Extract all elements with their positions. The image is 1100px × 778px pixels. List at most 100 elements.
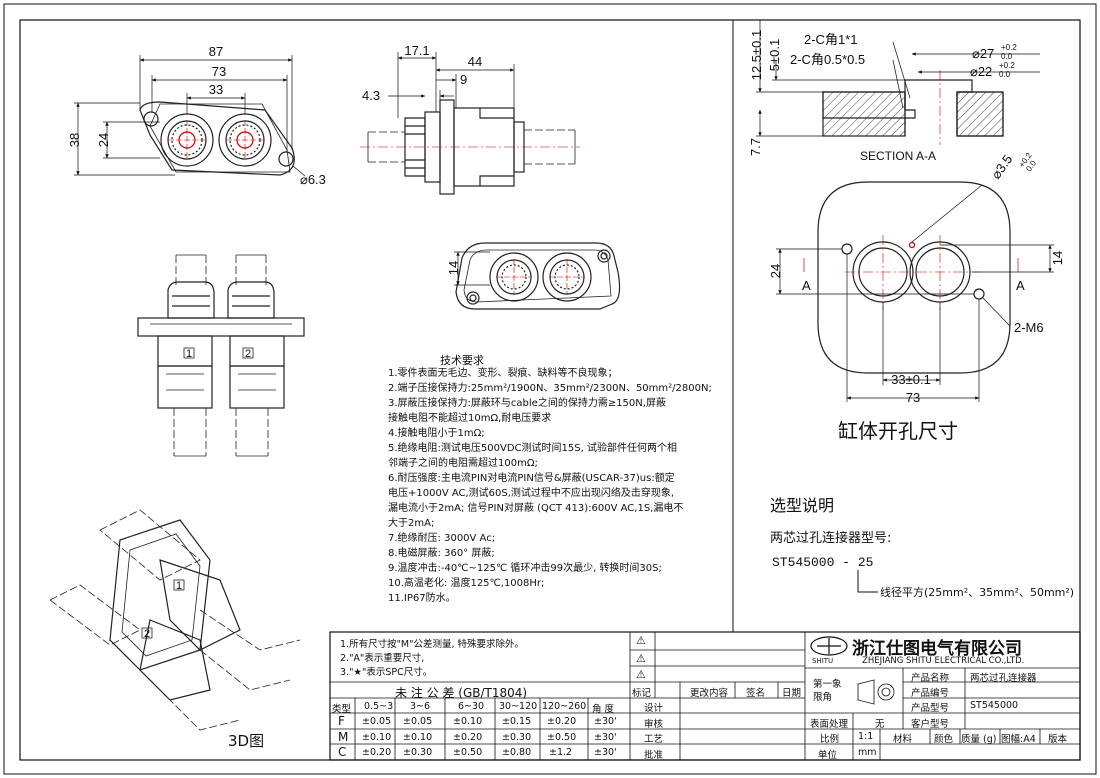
projection-symbol [857, 679, 895, 705]
3d-view [49, 509, 301, 731]
tech-line: 漏电流小于2mA; 信号PIN对屏蔽 (QCT 413):600V AC,1S,… [388, 503, 684, 514]
tech-line: 接触电阻不能超过10mΩ,耐电压要求 [388, 413, 552, 424]
tol-cell: ±0.05 [403, 716, 433, 727]
label-check: 审核 [644, 719, 664, 730]
company-logo [810, 636, 848, 656]
dim-33: 33 [209, 82, 223, 97]
section-aa [822, 70, 1004, 145]
tech-line: 2.端子压接保持力:25mm²/1900N、35mm²/2300N、50mm²/… [388, 383, 712, 394]
label-weight: 质量 (g) [961, 734, 997, 745]
dim-rear-14: 14 [446, 261, 461, 275]
value-product-name: 两芯过孔连接器 [970, 673, 1037, 684]
selection-desc: 线径平方(25mm²、35mm²、50mm²) [880, 586, 1075, 599]
tol-cell: ±0.20 [453, 732, 483, 743]
company-name-cn: 浙江仕图电气有限公司 [852, 639, 1022, 659]
company-name-en: ZHEJIANG SHITU ELECTRICAL CO.,LTD. [862, 656, 1025, 666]
label-surface: 表面处理 [810, 719, 849, 730]
dim-4-3: 4.3 [362, 88, 380, 103]
section-label: SECTION A-A [860, 149, 936, 163]
dim-hole-6-3: ⌀6.3 [300, 172, 326, 187]
label-customer-model: 客户型号 [911, 719, 950, 730]
tol-cell: ±30' [594, 732, 617, 743]
warning-icon: ⚠ [636, 668, 646, 681]
dim-12-5: 12.5±0.1 [749, 30, 764, 81]
tol-cell: ±1.2 [549, 747, 573, 758]
tol-cell: ±0.15 [502, 716, 532, 727]
cutout-dimensions [776, 184, 1054, 402]
tech-title: 技术要求 [440, 354, 484, 367]
tol-row-class: M [338, 730, 349, 744]
tol-cell: ±0.20 [547, 716, 577, 727]
tol-row-class: C [338, 745, 347, 759]
3d-pin-label-2: 2 [144, 628, 150, 640]
rev-header-content: 更改内容 [690, 688, 729, 699]
pin-label-2: 2 [245, 348, 251, 360]
dim-17-1: 17.1 [404, 43, 429, 58]
dim-d27-tol: +0.2 [1001, 43, 1017, 52]
selection-title: 选型说明 [770, 496, 835, 515]
logo-text: SHITU [812, 657, 834, 665]
tol-cell: ±0.10 [403, 732, 433, 743]
cutout-dim-24: 24 [768, 264, 783, 278]
tol-cell: ±0.50 [453, 747, 483, 758]
3d-view-label: 3D图 [228, 732, 265, 750]
rev-header-mark: 标记 [632, 688, 652, 699]
general-notes: 1.所有尺寸按"M"公差测量, 特殊要求除外。 2."A"表示重要尺寸, 3."… [340, 638, 524, 680]
dim-d22-tol2: 0.0 [999, 70, 1011, 79]
cutout-dim-33: 33±0.1 [891, 372, 931, 387]
label-material: 材料 [893, 734, 913, 745]
3d-pin-label-1: 1 [176, 580, 182, 592]
tol-cell: ±0.10 [362, 732, 392, 743]
tol-header-range: 30~120 [499, 701, 538, 712]
tech-line: 电压+1000V AC,测试60S,测试过程中不应出现闪络及击穿现象, [388, 488, 675, 499]
label-unit: 单位 [818, 750, 838, 761]
label-product-code: 产品编号 [911, 688, 950, 699]
tol-header-range: 0.5~3 [364, 701, 394, 712]
rev-header-sign: 签名 [746, 688, 766, 699]
dim-d22-tol: +0.2 [999, 61, 1015, 70]
tol-cell: ±30' [594, 716, 617, 727]
label-design: 设计 [644, 703, 664, 714]
label-product-name: 产品名称 [911, 673, 950, 684]
dim-7-7: 7.7 [748, 138, 763, 156]
note-line: 2."A"表示重要尺寸, [340, 653, 425, 664]
rev-header-date: 日期 [782, 688, 802, 699]
tol-cell: ±0.80 [502, 747, 532, 758]
dim-d27-tol2: 0.0 [1001, 52, 1013, 61]
selection-model: ST545000 - 25 [772, 555, 874, 570]
label-approve: 批准 [644, 750, 664, 761]
dim-d22: ⌀22 [970, 64, 992, 79]
label-version: 版本 [1048, 734, 1068, 745]
title-block-grid [329, 631, 1081, 761]
tech-line: 4.接触电阻小于1mΩ; [388, 428, 485, 439]
tol-header-angle: 角 度 [592, 704, 615, 715]
tech-requirements: 1.零件表面无毛边、变形、裂痕、缺料等不良现象； 2.端子压接保持力:25mm²… [388, 366, 728, 606]
dim-d27: ⌀27 [972, 46, 994, 61]
outer-border [3, 3, 1097, 775]
front-view-dimensions [74, 55, 306, 177]
dim-73: 73 [212, 64, 226, 79]
dim-5: 5±0.1 [767, 39, 782, 71]
tech-line: 10.高温老化: 温度125℃,1008Hr; [388, 578, 545, 589]
tech-line: 大于2mA; [388, 518, 435, 529]
value-surface: 无 [875, 719, 885, 730]
section-mark-a-right: A [1016, 278, 1025, 293]
cutout-dim-73: 73 [906, 390, 920, 405]
rear-view-dim [454, 251, 490, 286]
tol-cell: ±0.10 [453, 716, 483, 727]
tol-cell: ±0.05 [362, 716, 392, 727]
tech-line: 邻端子之间的电阻需超过100mΩ; [388, 458, 538, 469]
tech-line: 11.IP67防水。 [388, 593, 456, 604]
label-process: 工艺 [644, 734, 664, 745]
selection-subtitle: 两芯过孔连接器型号: [770, 531, 892, 546]
cutout-title: 缸体开孔尺寸 [838, 419, 958, 443]
tol-row-class: F [338, 714, 345, 728]
tol-header-range: 6~30 [458, 701, 485, 712]
tol-cell: ±0.50 [547, 732, 577, 743]
note-line: 3."★"表示SPC尺寸。 [340, 667, 433, 678]
side-view-dimensions [388, 52, 515, 118]
warning-icon: ⚠ [636, 634, 646, 647]
tol-cell: ±0.30 [502, 732, 532, 743]
side-view [360, 99, 580, 195]
